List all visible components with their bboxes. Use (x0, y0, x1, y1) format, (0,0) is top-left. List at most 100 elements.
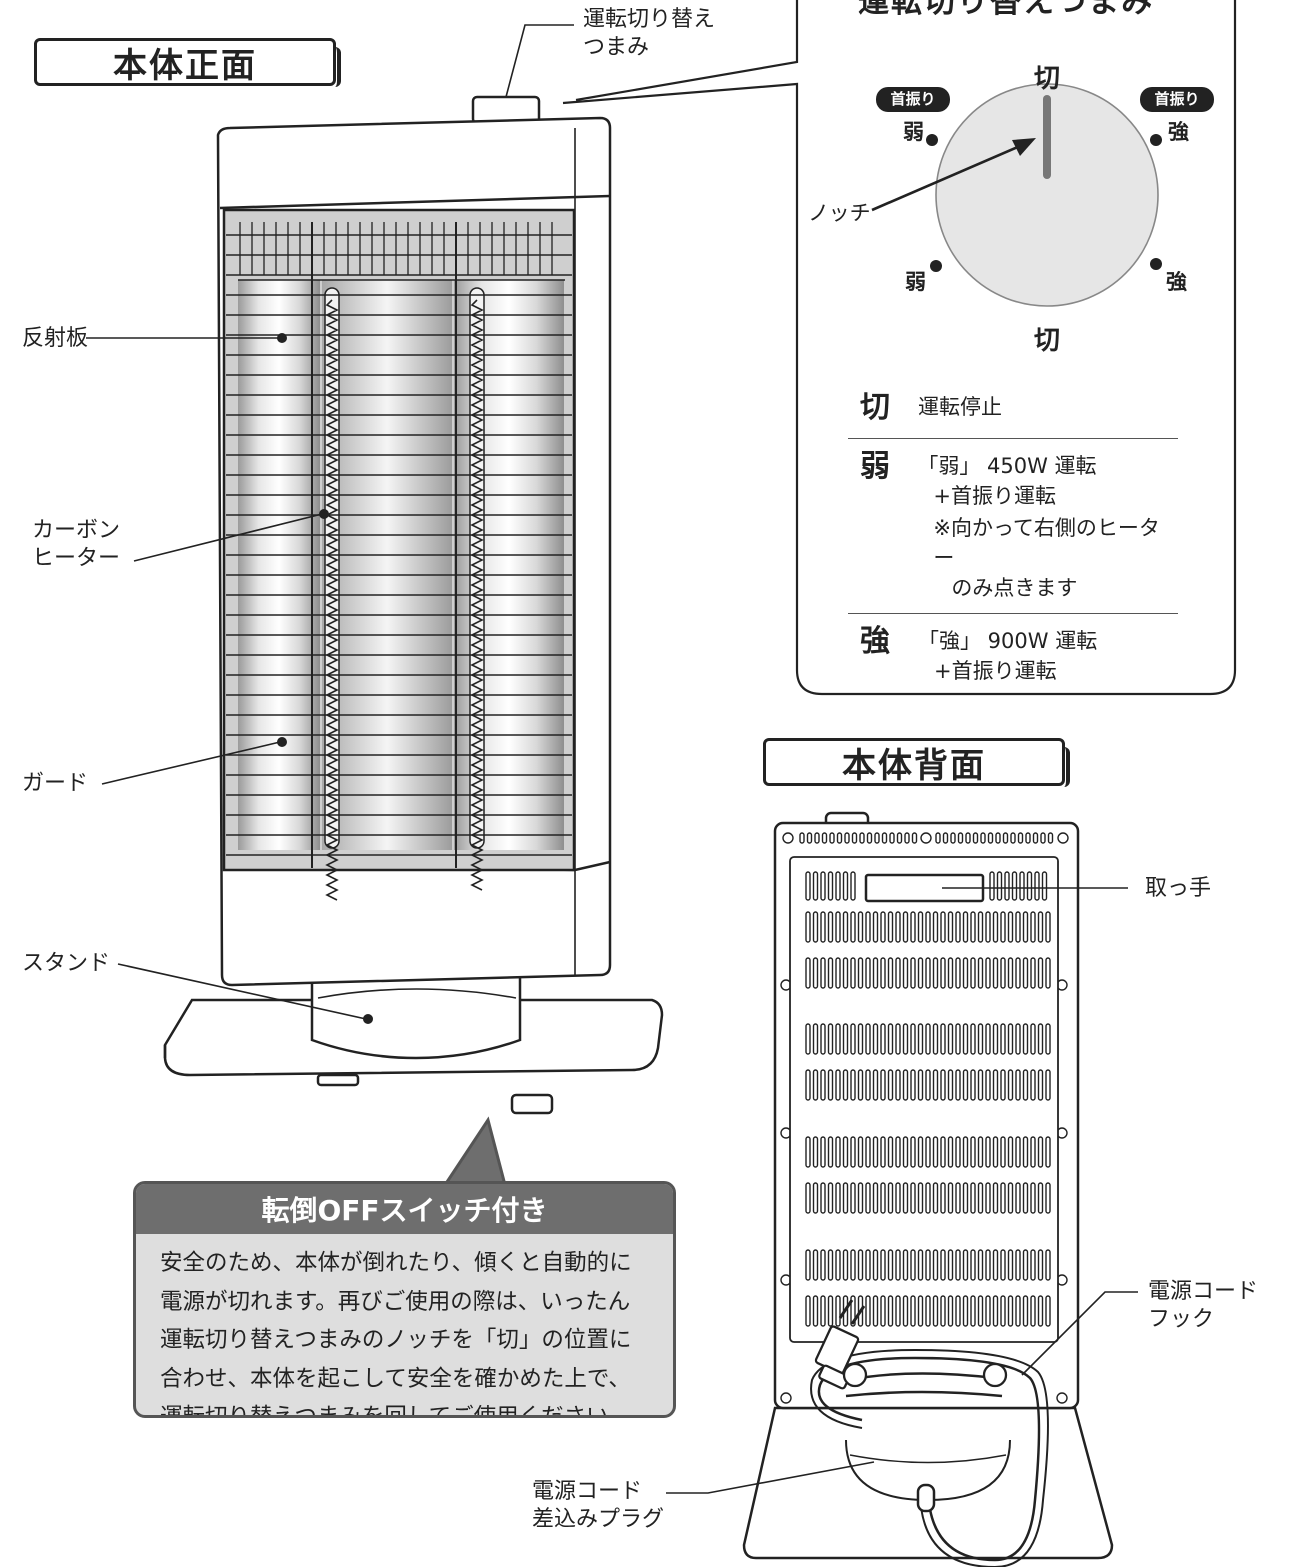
vent-slot (985, 1249, 991, 1281)
mode-desc: +首振り運転 (933, 484, 1056, 508)
vent-slot (955, 911, 961, 943)
vent-slot (872, 1249, 879, 1281)
vent-slot (827, 1249, 834, 1281)
vent-slot (917, 1069, 924, 1101)
vent-slot (925, 1069, 931, 1101)
vent-slot (1045, 1069, 1051, 1101)
vent-slot (955, 1249, 961, 1281)
vent-slot (1040, 832, 1046, 844)
callout-pointer (442, 1116, 507, 1187)
mode-desc: 「強」 900W 運転 (918, 629, 1098, 653)
swing-badge-right-text: 首振り (1154, 90, 1200, 108)
vent-slot (805, 1023, 811, 1055)
swing-badge-left-text: 首振り (890, 90, 936, 108)
vent-slot (992, 1023, 999, 1055)
vent-slot (842, 1023, 849, 1055)
vent-slot (970, 1136, 976, 1168)
vent-slot (962, 1069, 969, 1101)
front-title: 本体正面 (34, 38, 341, 87)
vent-slot (887, 1249, 894, 1281)
vent-slot (842, 911, 849, 943)
vent-slot (1022, 911, 1029, 943)
vent-slot (872, 1069, 879, 1101)
vent-slot (820, 957, 826, 989)
vent-slot (1002, 832, 1009, 844)
vent-slot (1000, 1023, 1006, 1055)
vent-slot (1045, 1249, 1051, 1281)
vent-slot (844, 832, 850, 844)
vent-slot (942, 832, 949, 844)
vent-slot (880, 957, 886, 989)
vent-slot (827, 1069, 834, 1101)
vent-slot (977, 1136, 984, 1168)
vent-slot (985, 1295, 991, 1327)
vent-slot (895, 1249, 901, 1281)
vent-slot (940, 957, 946, 989)
vent-slot (880, 1295, 886, 1327)
vent-slot (806, 832, 813, 844)
vent-slot (836, 832, 843, 844)
vent-slot (985, 1023, 991, 1055)
vent-slot (955, 957, 961, 989)
vent-slot (1037, 911, 1044, 943)
vent-slot (925, 1182, 931, 1214)
vent-slot (805, 957, 811, 989)
vent-slot (1007, 1023, 1014, 1055)
vent-slot (895, 1069, 901, 1101)
vent-slot (950, 832, 956, 844)
safety-line: 合わせ、本体を起こして安全を確かめた上で、 (160, 1365, 631, 1392)
vent-slot (820, 1136, 826, 1168)
vent-slot (955, 1069, 961, 1101)
vent-slot (1007, 1069, 1014, 1101)
vent-slot (1007, 1249, 1014, 1281)
vent-slot (1032, 832, 1039, 844)
vent-slot (1030, 1136, 1036, 1168)
vent-slot (857, 1069, 864, 1101)
vent-slot (955, 1182, 961, 1214)
mode-key: 弱 (860, 449, 890, 484)
vent-slot (1022, 1023, 1029, 1055)
vent-slot (814, 832, 820, 844)
vent-slot (1022, 957, 1029, 989)
dial-label-lower-left: 弱 (905, 270, 926, 294)
vent-slot (910, 1249, 916, 1281)
vent-slot (820, 1069, 826, 1101)
vent-slot (985, 957, 991, 989)
vent-slot (827, 871, 834, 901)
vent-slot (850, 1249, 856, 1281)
vent-slot (940, 1295, 946, 1327)
stand-pedestal (310, 970, 522, 1060)
mode-key: 切 (860, 390, 890, 425)
vent-slot (947, 1182, 954, 1214)
vent-slot (895, 957, 901, 989)
vent-slot (977, 1023, 984, 1055)
vent-slot (895, 1182, 901, 1214)
vent-slot (805, 1249, 811, 1281)
vent-slot (940, 1136, 946, 1168)
vent-slot (865, 1069, 871, 1101)
vent-slot (1037, 1136, 1044, 1168)
vent-slot (940, 1249, 946, 1281)
vent-slot (850, 1136, 856, 1168)
vent-slot (820, 1249, 826, 1281)
vent-slot (827, 911, 834, 943)
vent-slot (1037, 1182, 1044, 1214)
vent-slot (1015, 1136, 1021, 1168)
vent-slot (887, 1069, 894, 1101)
vent-slot (1045, 1182, 1051, 1214)
vent-slot (820, 1023, 826, 1055)
vent-slot (859, 832, 865, 844)
vent-slot (820, 911, 826, 943)
mode-note: ※向かって右側のヒーター (933, 516, 1160, 570)
vent-slot (977, 911, 984, 943)
vent-slot (957, 832, 964, 844)
vent-slot (880, 1182, 886, 1214)
vent-slot (925, 911, 931, 943)
vent-slot (1022, 1069, 1029, 1101)
label-stand: スタンド (22, 951, 111, 976)
vent-slot (872, 957, 879, 989)
vent-slot (872, 911, 879, 943)
vent-slot (865, 1295, 871, 1327)
dial-label-upper-left: 弱 (903, 120, 924, 144)
vent-slot (1007, 957, 1014, 989)
